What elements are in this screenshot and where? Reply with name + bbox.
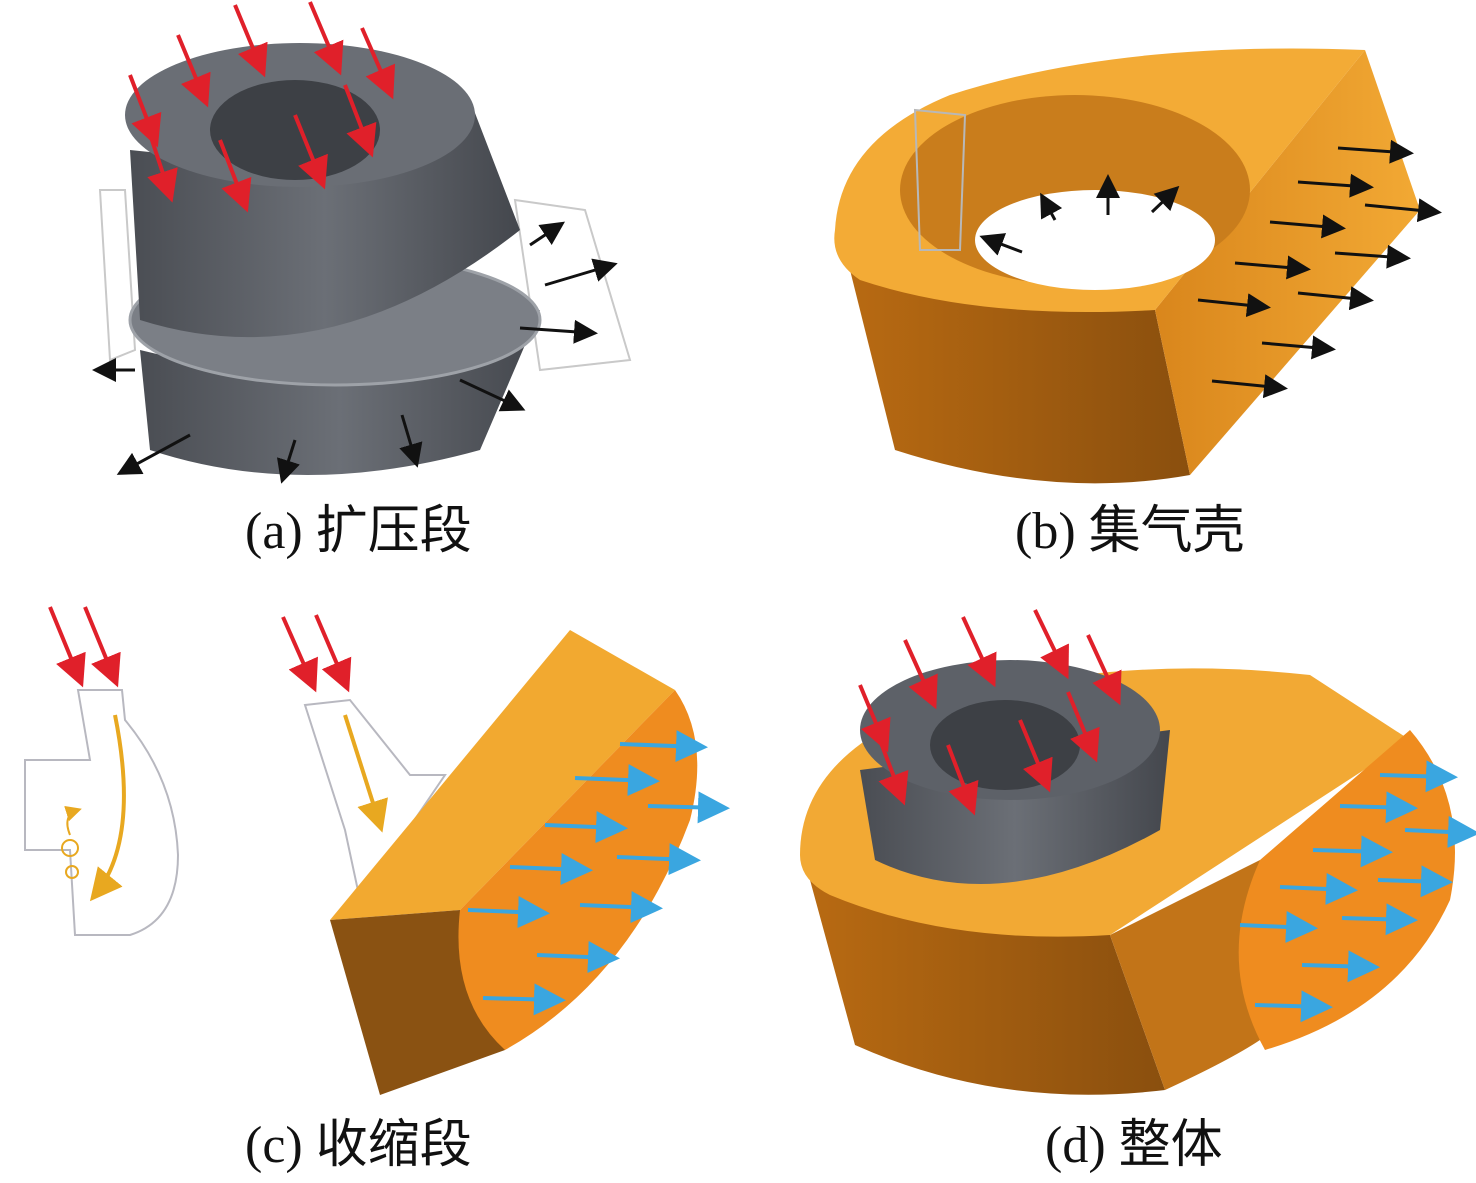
- caption-b: (b) 集气壳: [1015, 503, 1245, 560]
- caption-c: (c) 收缩段: [245, 1117, 472, 1174]
- caption-a: (a) 扩压段: [245, 503, 472, 560]
- panel-d-assembly: [800, 609, 1476, 1095]
- panel-a-diffuser: [92, 1, 632, 484]
- panel-b-casing: [834, 48, 1442, 484]
- caption-d: (d) 整体: [1045, 1117, 1223, 1174]
- panel-c-contraction: [24, 606, 730, 1095]
